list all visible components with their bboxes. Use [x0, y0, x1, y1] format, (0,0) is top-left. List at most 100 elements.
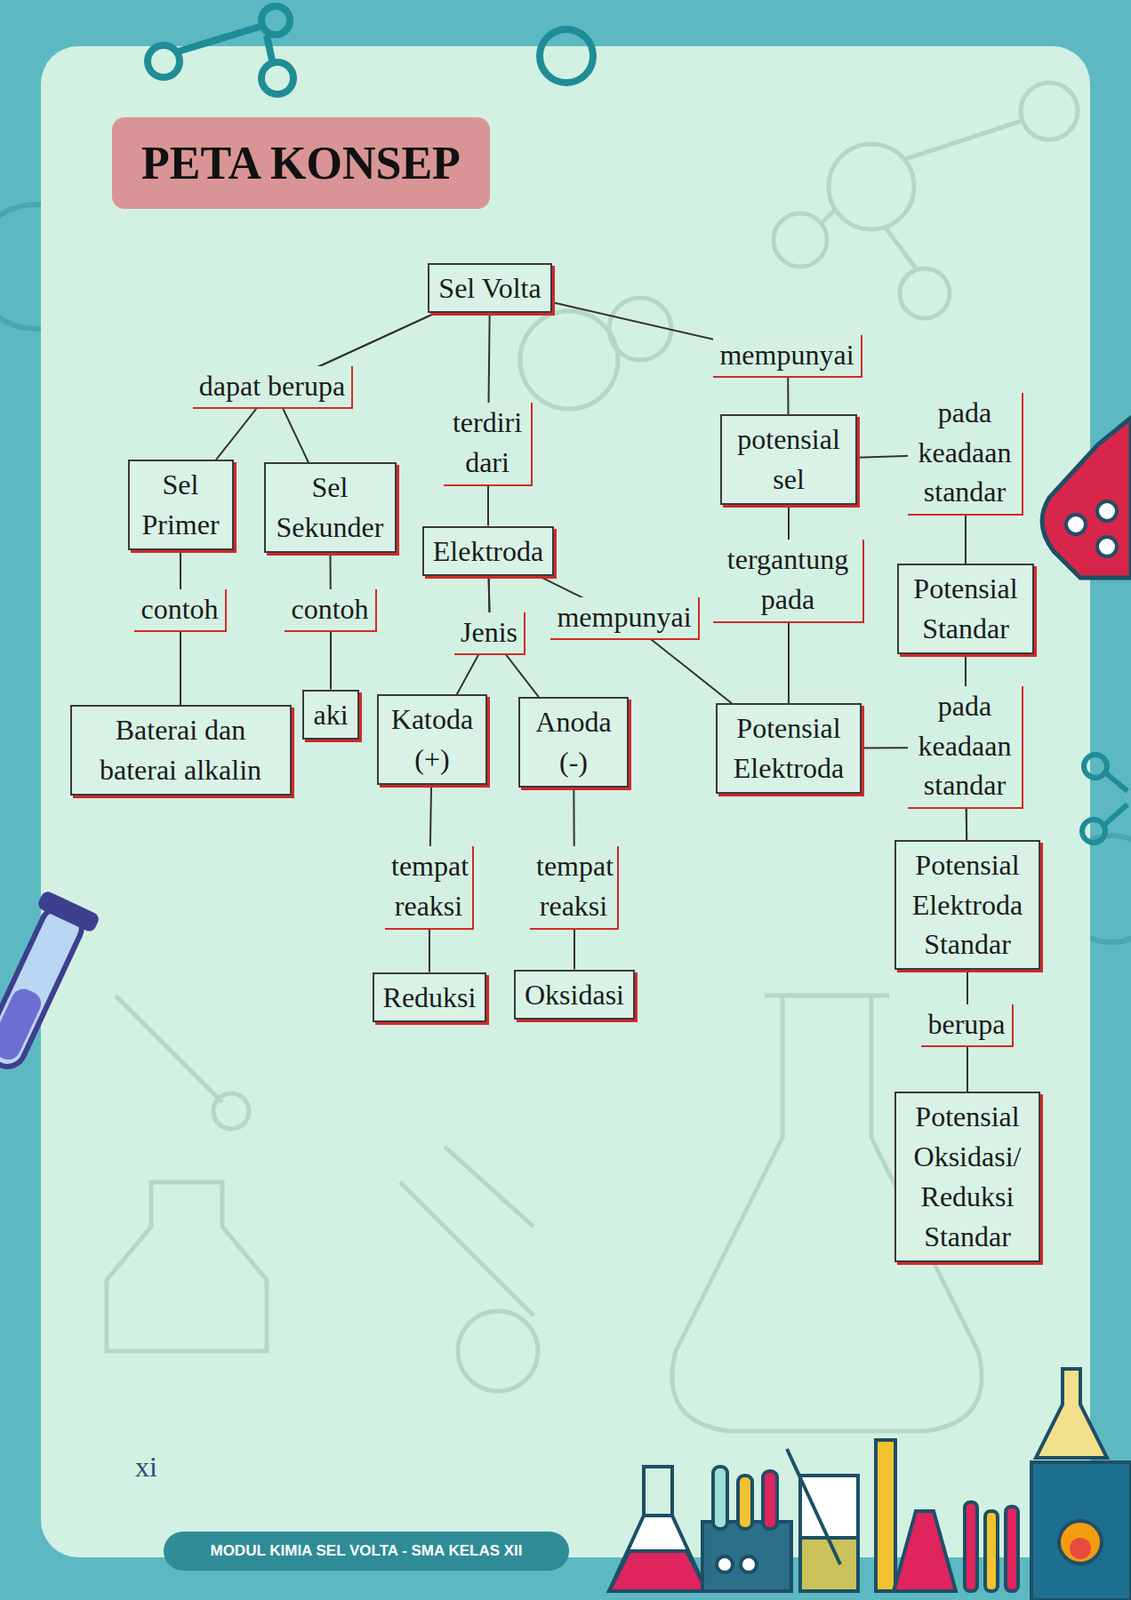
flask-liquid	[609, 1551, 707, 1592]
concept-text: Baterai dan baterai alkalin	[80, 710, 281, 791]
link-phrase: tempat reaksi	[385, 846, 474, 931]
faint-flask-rim	[764, 994, 890, 999]
atom	[1083, 754, 1107, 779]
tube	[0, 902, 88, 1074]
concept-text: Sel Primer	[138, 465, 224, 546]
link-phrase: terdiri dari	[443, 402, 533, 487]
faint-atom	[520, 311, 618, 410]
concept-box: Katoda (+)	[377, 694, 488, 786]
concept-text: Anoda (-)	[529, 702, 618, 783]
flask-body	[1042, 417, 1131, 578]
concept-box: Reduksi	[372, 972, 488, 1024]
tube	[713, 1467, 728, 1530]
link-phrase: tergantung pada	[713, 539, 865, 624]
tube	[985, 1511, 998, 1592]
test-tube-icon	[0, 890, 101, 1078]
atom	[539, 29, 594, 83]
concept-box: Oksidasi	[513, 970, 635, 1021]
connector-line	[539, 576, 732, 704]
atom	[261, 6, 290, 35]
lab-equipment	[609, 1369, 1131, 1600]
concept-box: Sel Volta	[427, 263, 552, 314]
beaker-liquid	[800, 1538, 859, 1592]
concept-box: aki	[302, 689, 359, 741]
concept-text: Potensial Elektroda Standar	[905, 845, 1030, 965]
footer-text: MODUL KIMIA SEL VOLTA - SMA KELAS XII	[209, 1542, 522, 1561]
cylinder	[875, 1440, 896, 1592]
link-phrase: contoh	[284, 589, 377, 634]
faint-atom	[213, 1093, 249, 1130]
concept-box: Baterai dan baterai alkalin	[70, 705, 292, 796]
bond	[1106, 773, 1128, 792]
concept-text: Elektroda	[433, 531, 544, 572]
page-number: xi	[135, 1451, 158, 1484]
faint-atom	[1020, 82, 1078, 140]
small-flask	[893, 1511, 956, 1592]
concept-text: Oksidasi	[524, 975, 625, 1016]
concept-text: Potensial Oksidasi/ Reduksi Standar	[905, 1097, 1030, 1257]
link-phrase: pada keadaan standar	[907, 686, 1024, 810]
bubble	[1066, 514, 1086, 535]
concept-text: Sel Sekunder	[274, 467, 386, 548]
atom	[1082, 819, 1106, 843]
faint-atom	[457, 1311, 538, 1392]
concept-text: aki	[312, 695, 348, 736]
molecule-icon	[1082, 754, 1128, 843]
concept-box: Sel Sekunder	[264, 462, 397, 554]
link-phrase: tempat reaksi	[529, 846, 619, 931]
faint-atom	[773, 213, 827, 267]
bubble	[1097, 537, 1117, 557]
flame	[1058, 1521, 1102, 1565]
flame-core	[1069, 1538, 1091, 1560]
bond	[177, 26, 260, 52]
atom	[147, 45, 180, 78]
link-phrase: pada keadaan standar	[907, 393, 1024, 516]
tube	[737, 1475, 753, 1530]
tube-rim	[36, 890, 102, 935]
molecule-icon	[147, 6, 594, 95]
flask-icon	[1042, 417, 1131, 578]
bubble	[1097, 501, 1117, 522]
flask-body	[609, 1516, 707, 1592]
faint-atom	[609, 297, 672, 361]
link-phrase: mempunyai	[550, 597, 699, 642]
link-phrase: berupa	[921, 1004, 1013, 1049]
footer-bar	[163, 1532, 570, 1572]
concept-text: Katoda (+)	[387, 699, 477, 780]
concept-box: potensial sel	[720, 414, 858, 506]
link-phrase: dapat berupa	[192, 366, 353, 410]
link-phrase: Jenis	[454, 612, 526, 657]
concept-box: Elektroda	[422, 526, 554, 578]
concept-box: Sel Primer	[128, 459, 234, 551]
knob	[716, 1556, 733, 1573]
tube	[1005, 1507, 1019, 1592]
atom	[261, 62, 294, 95]
burner-stand	[1031, 1462, 1131, 1600]
concept-text: Reduksi	[383, 978, 477, 1019]
faint-beaker	[106, 1182, 267, 1352]
link-phrase: contoh	[134, 589, 226, 634]
tube-liquid	[0, 985, 46, 1065]
tube	[964, 1502, 978, 1592]
knob	[740, 1556, 757, 1573]
title-banner: PETA KONSEP	[112, 117, 490, 209]
title-text: PETA KONSEP	[141, 136, 461, 190]
bond	[1104, 804, 1128, 826]
top-flask	[1035, 1369, 1107, 1459]
faint-bond	[902, 120, 1025, 161]
faint-atom	[828, 144, 915, 230]
concept-box: Potensial Elektroda Standar	[894, 840, 1041, 971]
concept-text: Potensial Standar	[907, 569, 1024, 650]
bond	[266, 35, 273, 61]
faint-atom	[899, 268, 950, 319]
concept-text: potensial sel	[730, 419, 847, 500]
concept-box: Potensial Elektroda	[715, 703, 862, 795]
stir-rod	[786, 1449, 841, 1565]
concept-box: Anoda (-)	[518, 697, 629, 788]
faint-bond	[115, 995, 223, 1103]
concept-box: Potensial Standar	[897, 563, 1035, 655]
faint-bond	[884, 226, 916, 269]
tube-rack	[702, 1522, 792, 1592]
